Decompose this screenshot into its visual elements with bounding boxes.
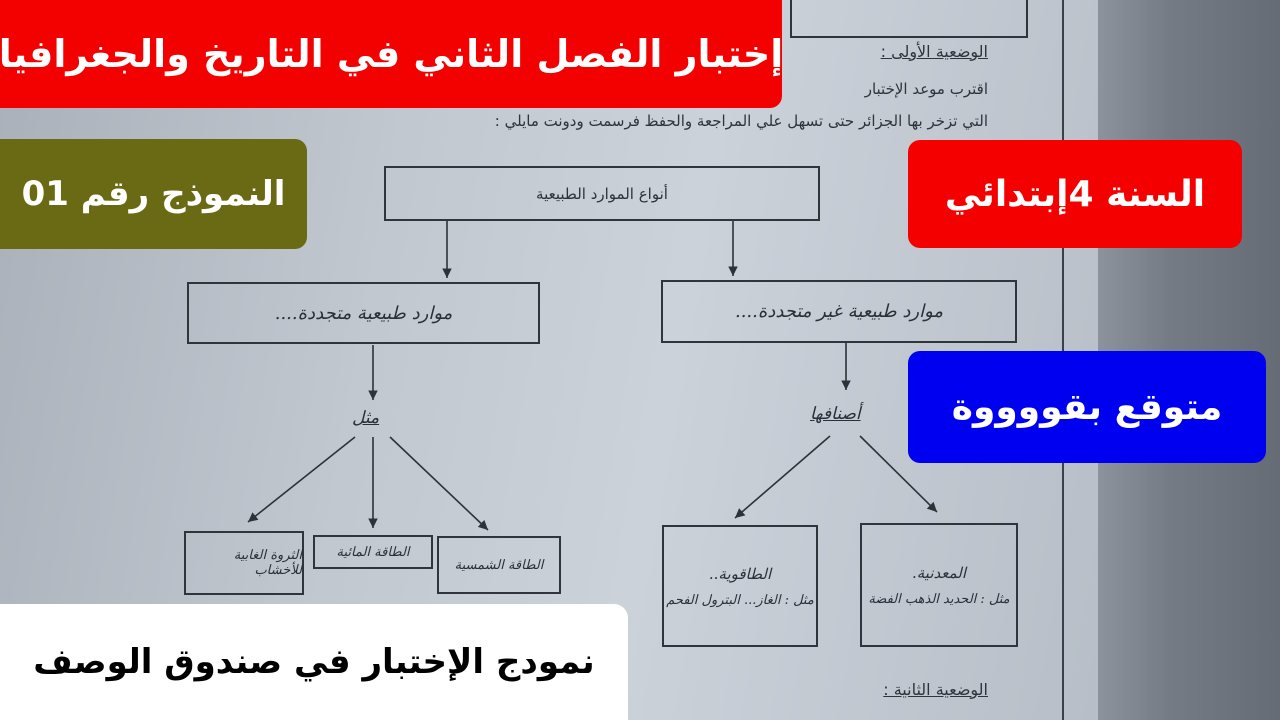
title-banner: إختبار الفصل الثاني في التاريخ والجغرافي… [0,0,784,108]
arrow-to-solar [389,436,489,531]
description-banner: نمودج الإختبار في صندوق الوصف [0,604,628,720]
description-text: نمودج الإختبار في صندوق الوصف [33,642,595,682]
leaf-solar-label: الطاقة الشمسية [454,557,544,573]
diagram-root-label: أنواع الموارد الطبيعية [536,184,668,203]
leaf-mineral-label: المعدنية. [911,563,967,582]
diagram-connectors [247,220,938,531]
situation-1-title: الوضعية الأولى : [880,42,988,61]
renewable-box: موارد طبيعية متجددة.... [187,282,540,344]
leaf-mineral-examples: مثل : الحديد الذهب الفضة [868,591,1010,607]
situation-2-title: الوضعية الثانية : [883,680,988,699]
leaf-forest-box: الثروة الغابية للأخشاب [184,531,304,595]
arrow-to-energy [734,435,831,519]
leaf-energy-box: الطاقوية.. مثل : الغاز... البترول الفحم [662,525,818,647]
nonrenewable-box: موارد طبيعية غير متجددة.... [661,280,1017,343]
arrow-to-forest [247,436,356,523]
types-label: أصنافها [810,404,861,424]
leaf-energy-label: الطاقوية.. [708,564,772,583]
grade-year-banner: السنة 4إبتدائي [908,140,1242,248]
renewable-label: موارد طبيعية متجددة.... [274,302,453,324]
leaf-forest-label: الثروة الغابية للأخشاب [233,548,302,578]
intro-line-2: التي تزخر بها الجزائر حتى تسهل علي المرا… [494,112,988,130]
leaf-hydro-box: الطاقة المائية [313,535,433,569]
leaf-hydro-label: الطاقة المائية [336,544,410,560]
examples-label: مثل [352,408,380,428]
diagram-root-box: أنواع الموارد الطبيعية [384,166,820,221]
intro-line-1: اقترب موعد الإختبار [864,80,988,98]
expected-banner: متوقع بقووووة [908,351,1266,463]
title-banner-text: إختبار الفصل الثاني في التاريخ والجغرافي… [0,32,784,76]
model-number-text: النموذج رقم 01 [21,174,286,214]
grade-year-text: السنة 4إبتدائي [944,173,1206,215]
header-box [790,0,1028,38]
model-number-banner: النموذج رقم 01 [0,139,307,249]
nonrenewable-label: موارد طبيعية غير متجددة.... [734,301,944,322]
arrow-to-mineral [859,435,938,513]
expected-text: متوقع بقووووة [951,386,1223,428]
leaf-solar-box: الطاقة الشمسية [437,536,561,594]
leaf-mineral-box: المعدنية. مثل : الحديد الذهب الفضة [860,523,1018,647]
leaf-energy-examples: مثل : الغاز... البترول الفحم [666,592,814,608]
